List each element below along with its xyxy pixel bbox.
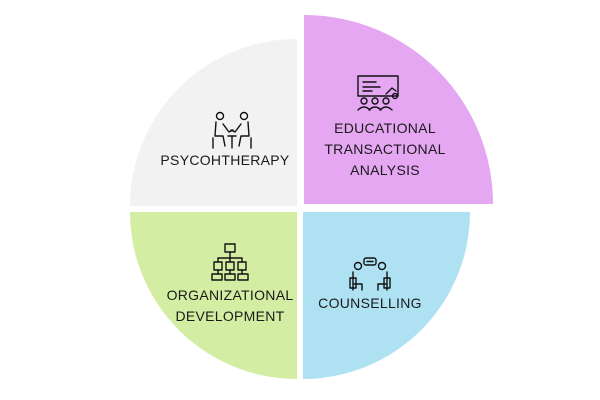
label-line: DEVELOPMENT [175,308,285,324]
label-line: ORGANIZATIONAL [166,287,294,303]
label-counselling: COUNSELLING [305,293,435,314]
label-organizational-development: ORGANIZATIONAL DEVELOPMENT [150,285,310,327]
quadrant-bottom-right [303,212,470,379]
label-line: PSYCOHTHERAPY [160,152,290,168]
quadrant-top-left [130,39,297,206]
label-educational-transactional-analysis: EDUCATIONAL TRANSACTIONAL ANALYSIS [310,118,460,181]
counselling-chat-icon [349,257,391,291]
quadrant-top-right [304,15,493,204]
org-chart-icon [211,243,249,281]
label-line: ANALYSIS [350,162,420,178]
quadrant-bottom-left [130,212,297,379]
two-people-talking-icon [212,111,252,149]
label-line: COUNSELLING [318,295,422,311]
label-line: TRANSACTIONAL [324,141,446,157]
presentation-board-icon [357,75,399,111]
label-line: EDUCATIONAL [334,120,436,136]
label-psychotherapy: PSYCOHTHERAPY [150,150,300,171]
